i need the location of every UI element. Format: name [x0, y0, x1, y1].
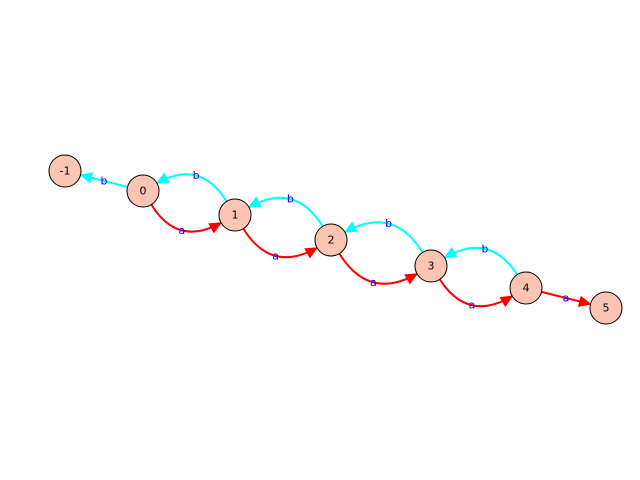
node-5: 5	[589, 291, 623, 325]
node-label: 3	[428, 260, 435, 273]
edge-1-to-2-curve	[242, 228, 318, 259]
edge-4-to-3-label: b	[482, 242, 489, 255]
node-circle	[314, 223, 348, 257]
node-label: 1	[232, 209, 239, 222]
edge-2-to-3-label: a	[370, 276, 377, 289]
edge-3-to-2-arrowhead	[343, 221, 358, 233]
edge-1-to-2-label: a	[272, 249, 279, 262]
edge-1-to-0-arrowhead	[155, 172, 170, 184]
node-label: -1	[60, 165, 71, 178]
node-circle	[218, 198, 252, 232]
edge-4-to-5-arrowhead	[577, 295, 592, 307]
edge-4-to-3-arrowhead	[443, 246, 458, 259]
node-label: 2	[328, 234, 335, 247]
node-circle	[48, 154, 82, 188]
edge-2-to-3-arrowhead	[404, 273, 419, 285]
node-neg1: -1	[48, 154, 82, 188]
edge-0-to-neg1-label: b	[101, 175, 108, 188]
edge-3-to-2-curve	[344, 221, 424, 253]
edge-1-to-0-label: b	[193, 169, 200, 182]
edge-0-to-neg1-arrowhead	[79, 172, 94, 184]
node-circle	[589, 291, 623, 325]
edge-0-to-1-label: a	[178, 224, 185, 237]
edge-1-to-2-arrowhead	[304, 247, 319, 259]
node-0: 0	[126, 174, 160, 208]
node-1: 1	[218, 198, 252, 232]
edge-3-to-4-curve	[438, 278, 513, 308]
edge-2-to-1-arrowhead	[247, 196, 262, 208]
edge-4-to-5-label: a	[563, 292, 570, 305]
node-circle	[414, 249, 448, 283]
edge-3-to-2-label: b	[385, 217, 392, 230]
edge-2-to-1-label: b	[287, 193, 294, 206]
node-label: 5	[603, 302, 610, 315]
edge-3-to-4-label: a	[469, 299, 476, 312]
node-circle	[126, 174, 160, 208]
node-circle	[509, 271, 543, 305]
node-label: 0	[140, 185, 147, 198]
node-2: 2	[314, 223, 348, 257]
edge-3-to-4-arrowhead	[499, 295, 514, 308]
edge-2-to-3-curve	[338, 253, 418, 285]
edges-layer: b a b a b a b a b a	[79, 169, 592, 312]
nodes-layer: -1 0 1 2 3 4 5	[48, 154, 623, 325]
node-label: 4	[523, 282, 530, 295]
edge-0-to-1-arrowhead	[208, 222, 223, 234]
node-4: 4	[509, 271, 543, 305]
node-3: 3	[414, 249, 448, 283]
edge-2-to-1-curve	[248, 196, 324, 227]
